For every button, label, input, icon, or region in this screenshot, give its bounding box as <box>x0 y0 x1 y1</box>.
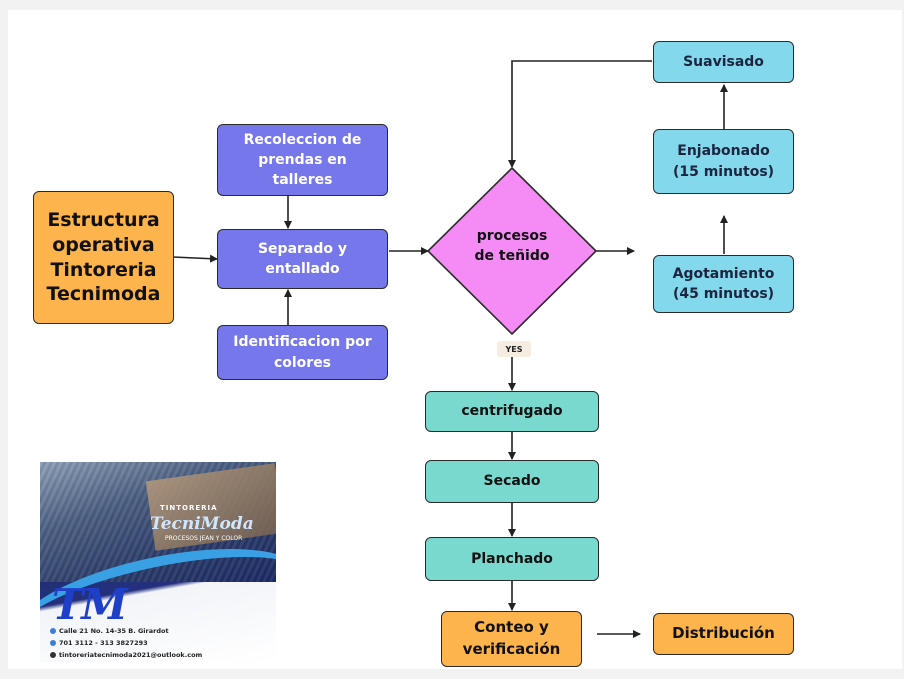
arrow-estructura-separado <box>172 254 218 263</box>
logo-address-text: Calle 21 No. 14-35 B. Girardot <box>59 627 169 635</box>
node-suavisado: Suavisado <box>653 41 794 83</box>
logo-initials: TM <box>52 580 128 629</box>
logo-phones-text: 701 3112 - 313 3827293 <box>59 639 148 647</box>
email-icon <box>50 652 56 658</box>
tecnimoda-logo-image: TINTORERIA TecniModa PROCESOS JEAN Y COL… <box>40 462 276 662</box>
node-planchado: Planchado <box>425 537 599 581</box>
arrow-suavisado-procesos <box>508 60 652 168</box>
node-secado: Secado <box>425 460 599 503</box>
node-centrifugado: centrifugado <box>425 391 599 432</box>
logo-brand: TecniModa <box>150 514 254 534</box>
phone-icon <box>50 640 56 646</box>
node-distribucion: Distribución <box>653 613 794 655</box>
logo-brand-sub: PROCESOS JEAN Y COLOR <box>165 535 243 542</box>
logo-email: tintoreriatecnimoda2021@outlook.com <box>50 651 202 659</box>
node-recoleccion: Recoleccion de prendas en talleres <box>217 124 388 196</box>
node-conteo: Conteo y verificación <box>441 611 582 667</box>
node-identificacion: Identificacion por colores <box>217 325 388 380</box>
node-estructura: Estructura operativa Tintoreria Tecnimod… <box>33 191 174 324</box>
node-separado: Separado y entallado <box>217 229 388 289</box>
logo-address: Calle 21 No. 14-35 B. Girardot <box>50 627 169 635</box>
diamond-procesos <box>426 166 598 336</box>
node-agotamiento: Agotamiento (45 minutos) <box>653 255 794 313</box>
logo-email-text: tintoreriatecnimoda2021@outlook.com <box>59 651 203 659</box>
node-enjabonado: Enjabonado (15 minutos) <box>653 129 794 194</box>
yes-label: YES <box>497 341 531 357</box>
location-icon <box>50 628 56 634</box>
node-procesos-label: procesos de teñido <box>474 228 550 265</box>
logo-phones: 701 3112 - 313 3827293 <box>50 639 148 647</box>
logo-brand-top: TINTORERIA <box>160 504 218 512</box>
